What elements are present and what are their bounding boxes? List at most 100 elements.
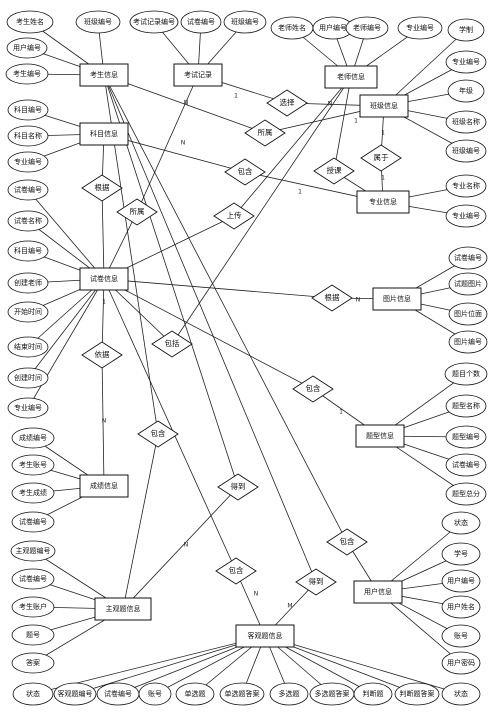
relation-label-r_belongto: 属于 — [374, 153, 389, 162]
entity-box-subjective — [94, 597, 152, 621]
relation-diamond-r_include — [151, 330, 193, 358]
attribute-ellipse-a6 — [180, 10, 222, 34]
entity-label-qtype: 题型信息 — [366, 431, 394, 440]
relation-diamond-r_belongto — [360, 144, 402, 172]
attribute-ellipse-a20 — [445, 174, 487, 198]
relation-label-r_include: 包括 — [165, 338, 180, 348]
edge-student-r_get2 — [103, 74, 317, 583]
attribute-ellipse-a15 — [445, 110, 487, 134]
edge-teacher-r_teach — [333, 76, 352, 172]
attribute-label-a20: 专业名称 — [452, 181, 480, 190]
cardinality-mark: 1 — [339, 409, 343, 416]
entity-label-objective: 客观题信息 — [248, 631, 283, 640]
attribute-ellipse-a14 — [447, 79, 485, 103]
relation-diamond-r_teach — [313, 157, 355, 185]
attribute-ellipse-a23 — [7, 210, 49, 232]
entity-box-exam — [173, 63, 223, 87]
attribute-ellipse-a29 — [7, 397, 49, 419]
attribute-label-a5: 考试记录编号 — [133, 17, 175, 26]
edge-paper-a22 — [27, 189, 105, 280]
attribute-ellipse-a4 — [75, 10, 121, 34]
attribute-ellipse-a46 — [441, 595, 481, 619]
attribute-label-a41: 考生成绩 — [19, 488, 47, 497]
attribute-label-a16: 班级编号 — [452, 146, 480, 155]
edge-paper-r_contain5 — [103, 278, 237, 572]
relation-diamond-r_contain4 — [326, 528, 368, 556]
attribute-ellipse-a51 — [11, 596, 55, 618]
attribute-ellipse-a63 — [394, 682, 440, 706]
attribute-label-a23: 试卷名称 — [14, 216, 42, 225]
attribute-label-a1: 考生姓名 — [16, 17, 44, 26]
attribute-label-a12: 学制 — [459, 25, 473, 34]
cardinality-mark: 1 — [381, 130, 385, 137]
attribute-ellipse-a7 — [223, 10, 267, 34]
edge-paper-r_contain2 — [103, 278, 314, 390]
attribute-ellipse-a1 — [6, 10, 54, 34]
attribute-ellipse-a34 — [444, 362, 488, 386]
entity-box-teacher — [324, 65, 378, 89]
edge-paper-r_basis2 — [103, 278, 333, 299]
attribute-ellipse-a60 — [269, 682, 309, 706]
attribute-label-a63: 判断题答案 — [400, 689, 435, 698]
attribute-label-a7: 班级编号 — [231, 17, 259, 26]
attribute-ellipse-a41 — [11, 482, 55, 504]
attribute-label-a49: 主观题编号 — [16, 546, 51, 555]
cardinality-mark: N — [184, 542, 189, 549]
attribute-label-a21: 专业编号 — [452, 211, 480, 220]
attribute-ellipse-a28 — [7, 367, 49, 389]
attribute-label-a55: 客观题编号 — [58, 689, 93, 698]
relation-diamond-r_belong1 — [244, 119, 286, 147]
attribute-label-a18: 科目名称 — [14, 131, 42, 140]
relation-diamond-r_belong2 — [116, 198, 158, 226]
edge-exam-r_belong2 — [136, 74, 199, 213]
relation-label-r_contain5: 包含 — [229, 565, 244, 575]
attribute-ellipse-a5 — [129, 10, 179, 34]
attribute-ellipse-a47 — [441, 624, 481, 648]
entity-box-classinfo — [359, 94, 409, 118]
attribute-label-a46: 用户姓名 — [447, 602, 475, 611]
attribute-label-a2: 用户编号 — [13, 43, 41, 52]
attribute-label-a14: 年级 — [459, 86, 473, 95]
attribute-label-a40: 考生账号 — [19, 460, 47, 469]
attribute-label-a62: 判断题 — [363, 689, 384, 698]
attribute-label-a33: 图片编号 — [454, 337, 482, 346]
attribute-label-a48: 用户密码 — [447, 658, 475, 667]
cardinality-mark: M — [287, 603, 292, 610]
entity-label-exam: 考试记录 — [184, 70, 212, 79]
attribute-label-a52: 题号 — [26, 631, 40, 639]
attribute-label-a44: 学号 — [454, 549, 468, 558]
attribute-ellipse-a55 — [53, 682, 97, 706]
attribute-ellipse-a25 — [7, 272, 49, 294]
edge-r_contain3-subjective — [122, 433, 159, 610]
attribute-ellipse-a35 — [445, 394, 487, 418]
attribute-ellipse-a50 — [11, 568, 55, 590]
relation-label-r_upload: 上传 — [227, 210, 242, 220]
attribute-label-a8: 老师姓名 — [278, 23, 306, 32]
relation-label-r_get2: 得到 — [309, 576, 324, 586]
attribute-label-a54: 状态 — [26, 689, 40, 698]
edge-classinfo-a12 — [383, 29, 467, 107]
relation-label-r_basis2: 根据 — [325, 292, 340, 302]
attribute-ellipse-a44 — [441, 542, 481, 566]
attribute-ellipse-a53 — [11, 652, 55, 674]
attribute-ellipse-a27 — [7, 336, 49, 358]
attribute-label-a27: 结束时间 — [14, 342, 42, 351]
attribute-label-a22: 试卷编号 — [14, 185, 42, 194]
attribute-label-a47: 账号 — [454, 631, 468, 640]
relation-diamond-r_basis1 — [81, 174, 123, 202]
attribute-ellipse-a2 — [6, 37, 48, 59]
edge-paper-a28 — [27, 278, 105, 379]
attribute-label-a60: 多选题 — [279, 689, 300, 698]
relation-label-r_get1: 得到 — [231, 481, 246, 491]
attribute-label-a42: 试卷编号 — [19, 517, 47, 526]
attribute-ellipse-a37 — [445, 453, 487, 477]
entity-label-subject: 科目信息 — [90, 129, 118, 138]
edge-user-a48 — [377, 591, 462, 664]
relation-diamond-r_contain3 — [137, 420, 179, 448]
relation-label-r_contain1: 包含 — [238, 166, 253, 176]
attribute-ellipse-a40 — [11, 454, 55, 476]
edge-student-r_contain4 — [103, 74, 348, 543]
attribute-ellipse-a38 — [445, 482, 487, 506]
